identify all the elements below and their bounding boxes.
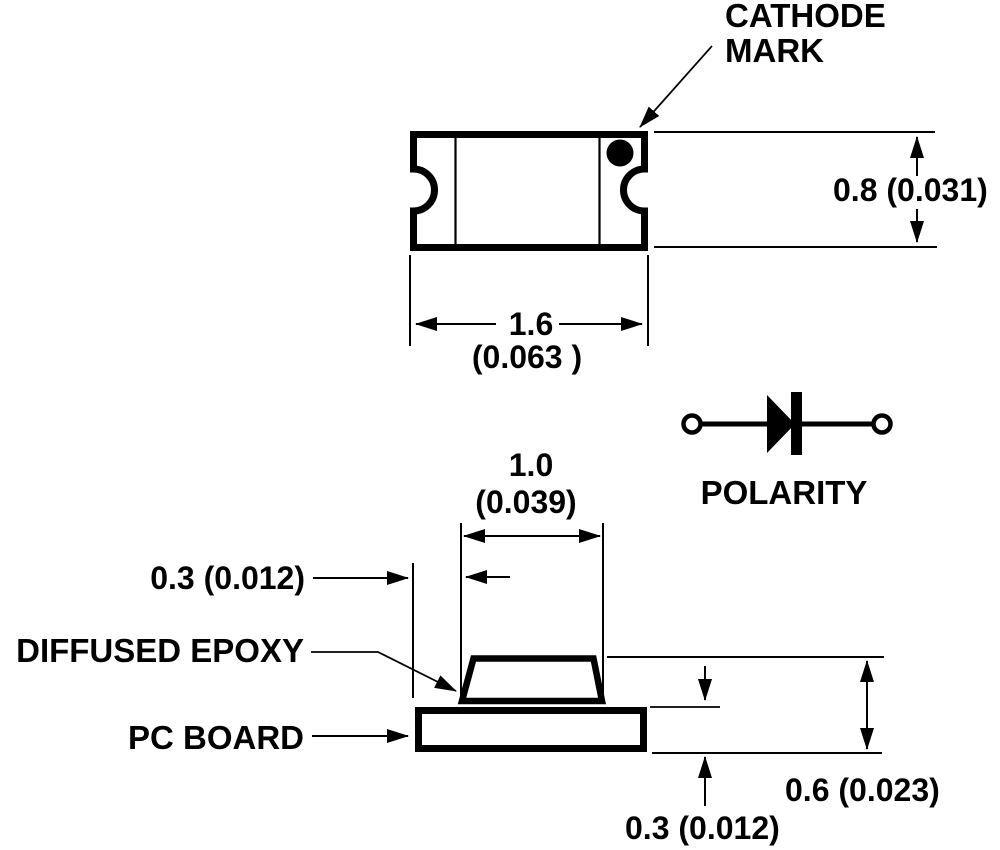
pc-board-callout: PC BOARD	[128, 719, 409, 756]
edge-offset-label: 0.3 (0.012)	[150, 560, 305, 596]
leader-line	[311, 651, 457, 692]
side-view	[415, 655, 647, 752]
top-view	[410, 131, 648, 251]
epoxy-width-mm: 1.0	[509, 447, 553, 483]
width-dimension-inch: (0.063 )	[472, 339, 582, 375]
diffused-epoxy-label: DIFFUSED EPOXY	[16, 632, 304, 669]
pc-board-label: PC BOARD	[128, 719, 304, 756]
cathode-mark-dot	[606, 139, 634, 167]
polarity-label: POLARITY	[701, 474, 868, 511]
edge-offset-dimension: 0.3 (0.012)	[150, 560, 510, 698]
width-dimension-mm: 1.6	[509, 306, 553, 342]
cathode-mark-callout: CATHODE MARK	[639, 0, 886, 128]
package-outline	[410, 131, 648, 251]
epoxy-width-inch: (0.039)	[475, 484, 576, 520]
board-thickness-label: 0.3 (0.012)	[625, 810, 780, 846]
leader-line	[639, 45, 713, 128]
cathode-mark-label-line1: CATHODE	[725, 0, 886, 34]
height-dimension: 0.8 (0.031)	[654, 131, 988, 248]
diffused-epoxy-dome	[457, 655, 606, 705]
board-thickness-dimension: 0.3 (0.012)	[625, 666, 780, 846]
height-dimension-label: 0.8 (0.031)	[833, 172, 988, 208]
pc-board	[415, 707, 647, 752]
diffused-epoxy-callout: DIFFUSED EPOXY	[16, 632, 457, 692]
anode-terminal-circle	[681, 413, 703, 435]
overall-height-label: 0.6 (0.023)	[785, 772, 940, 808]
diode-triangle	[767, 395, 795, 453]
epoxy-width-dimension: 1.0 (0.039)	[460, 447, 604, 700]
cathode-mark-label-line2: MARK	[725, 32, 824, 69]
width-dimension: 1.6 (0.063 )	[409, 255, 649, 375]
polarity-symbol: POLARITY	[681, 392, 893, 511]
cathode-terminal-circle	[871, 413, 893, 435]
overall-height-dimension: 0.6 (0.023)	[607, 656, 940, 808]
cathode-bar	[791, 392, 802, 455]
